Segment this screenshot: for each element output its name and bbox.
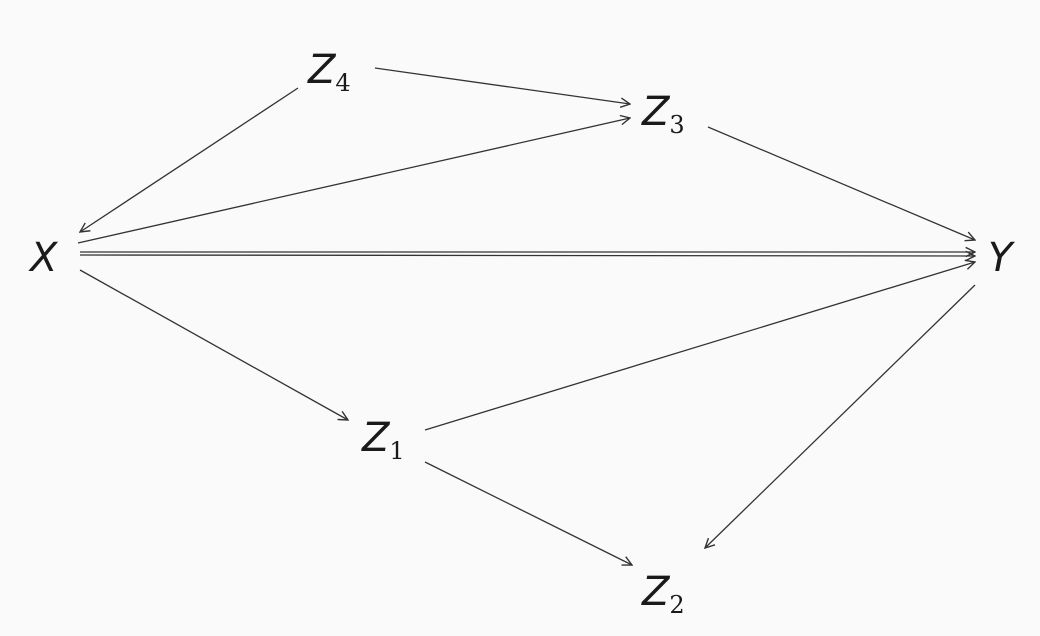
node-y: Y: [988, 238, 1012, 278]
edge-y-to-z2: [705, 284, 976, 548]
node-subscript: 3: [669, 111, 685, 139]
node-subscript: 4: [335, 69, 351, 97]
node-label: Z: [308, 47, 336, 93]
edge-z1-to-y: [424, 262, 975, 431]
node-label: Z: [642, 569, 670, 615]
node-z2: Z2: [642, 572, 685, 617]
edge-x-to-z3: [77, 118, 630, 244]
node-label: Y: [988, 235, 1013, 281]
edge-z1-to-z2: [424, 461, 632, 565]
node-label: Z: [642, 89, 670, 135]
node-subscript: 2: [669, 591, 685, 619]
node-z3: Z3: [642, 92, 685, 137]
edge-x-to-z1: [79, 269, 348, 420]
node-label: Z: [362, 415, 390, 461]
edge-x-to-y: [79, 255, 975, 256]
node-x: X: [30, 238, 57, 278]
node-z4: Z4: [308, 50, 351, 95]
node-subscript: 1: [389, 437, 405, 465]
edge-z3-to-y: [707, 126, 975, 240]
node-label: X: [30, 235, 58, 281]
edge-z4-to-z3: [374, 67, 630, 104]
edge-z4-to-x: [80, 87, 299, 232]
node-z1: Z1: [362, 418, 405, 463]
